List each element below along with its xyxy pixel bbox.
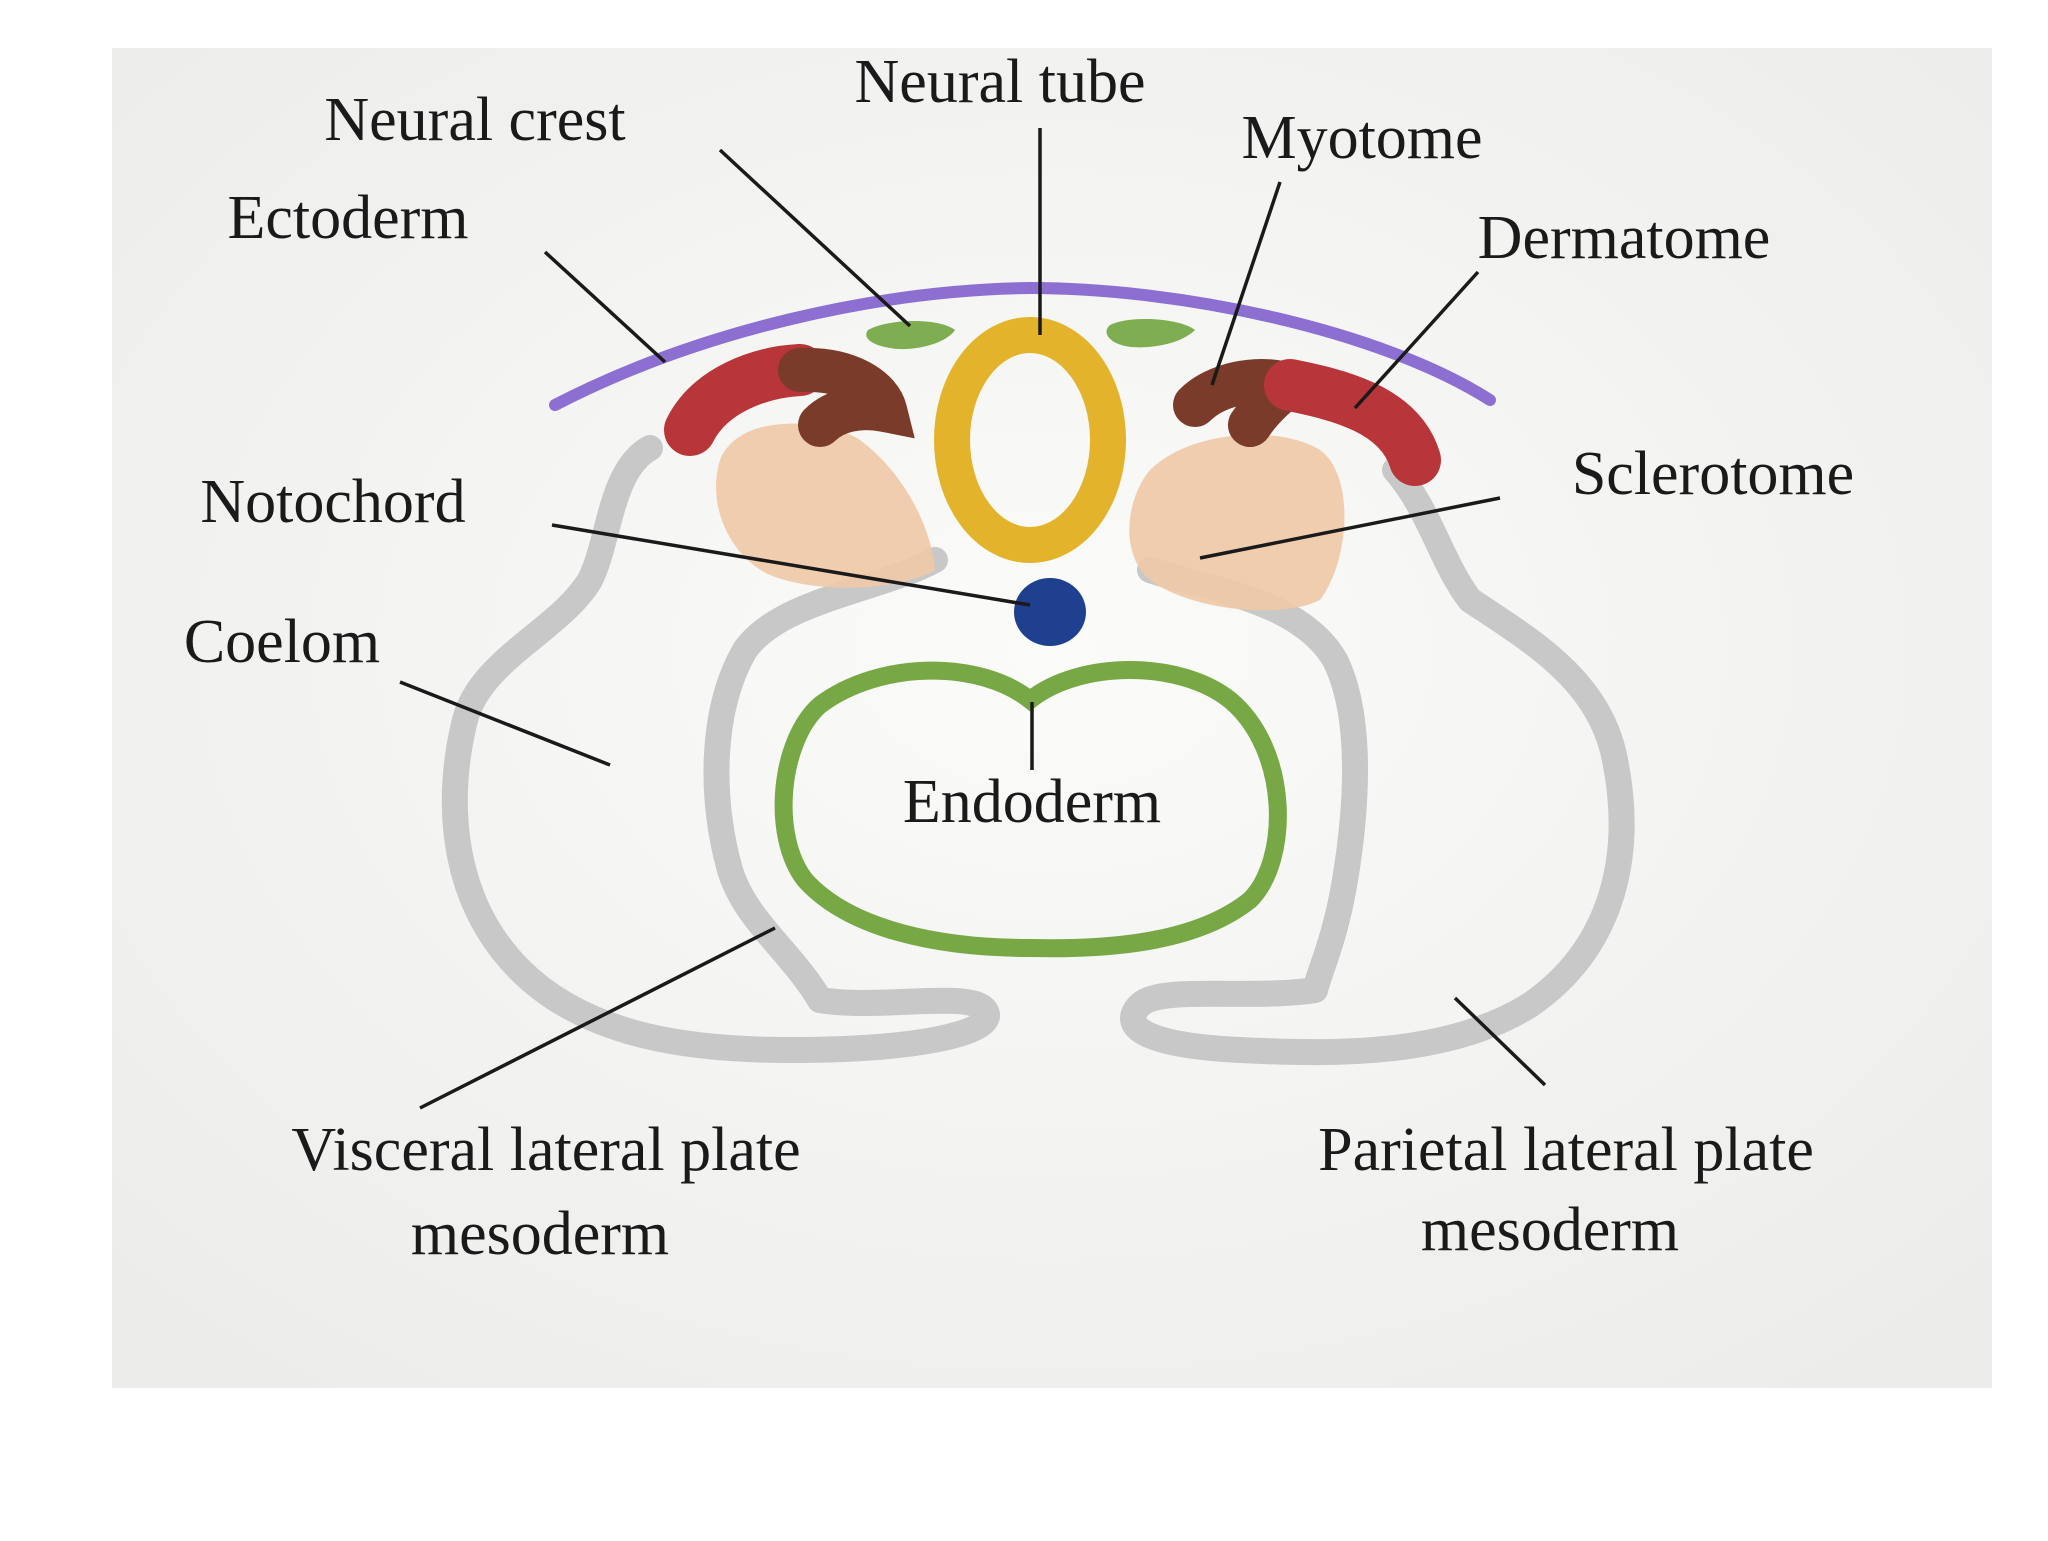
label-dermatome: Dermatome: [1478, 204, 1771, 272]
leader-parietal: [1453, 996, 1547, 1087]
leader-sclerotome: [1199, 496, 1501, 560]
leader-ectoderm: [543, 250, 667, 364]
leader-visceral: [419, 926, 776, 1110]
leader-myotome: [1210, 181, 1282, 386]
neural-crest: [866, 318, 1195, 350]
left-sclerotome: [716, 423, 935, 588]
notochord-shape: [1014, 578, 1086, 646]
label-myotome: Myotome: [1241, 104, 1482, 172]
leader-neural-crest: [718, 148, 912, 328]
ectoderm-layer: [549, 281, 1496, 411]
label-parietal-line1: Parietal lateral plate: [1318, 1116, 1814, 1184]
label-notochord: Notochord: [200, 468, 465, 536]
label-sclerotome: Sclerotome: [1572, 440, 1854, 508]
leader-lines: [399, 128, 1547, 1110]
paper-background: [112, 48, 1992, 1388]
left-parietal-mesoderm: [441, 435, 1000, 1063]
right-parietal-mesoderm: [1120, 457, 1635, 1066]
dermomyotome: [664, 344, 1441, 486]
label-visceral-line1: Visceral lateral plate: [291, 1116, 800, 1184]
labels: Neural tube Neural crest Myotome Ectoder…: [184, 48, 1854, 1268]
label-ectoderm: Ectoderm: [227, 184, 468, 252]
right-neural-crest: [1106, 318, 1195, 348]
leader-dermatome: [1353, 270, 1480, 410]
label-coelom: Coelom: [184, 608, 380, 676]
label-parietal-line2: mesoderm: [1421, 1196, 1679, 1264]
leader-notochord: [551, 523, 1031, 607]
left-myotome: [778, 347, 915, 447]
label-visceral-line2: mesoderm: [411, 1200, 669, 1268]
endoderm-shape: [774, 661, 1287, 958]
label-neural-crest: Neural crest: [324, 86, 625, 154]
left-visceral-mesoderm: [703, 547, 948, 1013]
sclerotome: [716, 423, 1345, 611]
label-endoderm: Endoderm: [903, 768, 1161, 836]
leader-coelom: [399, 680, 611, 767]
label-neural-tube: Neural tube: [855, 48, 1146, 116]
neural-tube-shape: [934, 317, 1126, 563]
left-neural-crest: [866, 321, 955, 350]
right-dermatome: [1264, 359, 1441, 486]
right-sclerotome: [1129, 434, 1345, 611]
